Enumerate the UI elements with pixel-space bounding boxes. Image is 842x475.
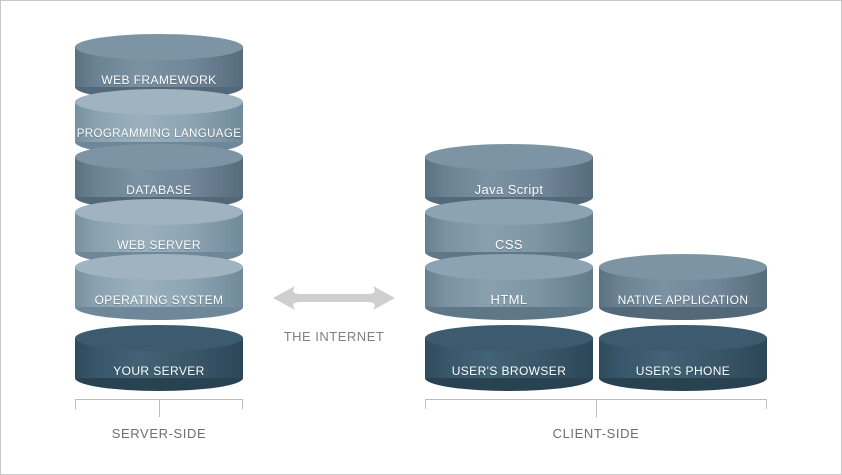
cylinder-java-script[interactable]: Java Script bbox=[425, 144, 593, 210]
cylinder-top bbox=[75, 254, 243, 280]
cylinder-label: PROGRAMMING LANGUAGE bbox=[76, 128, 242, 140]
cylinder-label: USER'S PHONE bbox=[635, 364, 731, 378]
cylinder-html[interactable]: HTML bbox=[425, 254, 593, 320]
cylinder-label: WEB FRAMEWORK bbox=[101, 73, 217, 87]
cylinder-top bbox=[75, 144, 243, 170]
cylinder-top bbox=[75, 325, 243, 351]
internet-label: THE INTERNET bbox=[283, 329, 385, 344]
cylinder-top bbox=[75, 199, 243, 225]
cylinder-label: HTML bbox=[490, 292, 528, 307]
bracket-tick-right bbox=[242, 399, 243, 409]
cylinder-top bbox=[599, 325, 767, 351]
group-label-client-side: CLIENT-SIDE bbox=[552, 426, 640, 441]
cylinder-label: WEB SERVER bbox=[117, 238, 201, 252]
cylinder-label: OPERATING SYSTEM bbox=[94, 293, 224, 307]
cylinder-top bbox=[425, 325, 593, 351]
cylinder-top bbox=[75, 89, 243, 115]
bracket-tick-left bbox=[425, 399, 426, 409]
cylinder-top bbox=[425, 199, 593, 225]
bracket-stem bbox=[159, 399, 160, 417]
cylinder-users-phone[interactable]: USER'S PHONE bbox=[599, 325, 767, 391]
double-headed-arrow-icon bbox=[273, 286, 395, 310]
cylinder-database[interactable]: DATABASE bbox=[75, 144, 243, 210]
bracket-stem bbox=[596, 399, 597, 417]
cylinder-label: USER'S BROWSER bbox=[451, 364, 567, 378]
cylinder-top bbox=[425, 254, 593, 280]
cylinder-top bbox=[425, 144, 593, 170]
cylinder-your-server[interactable]: YOUR SERVER bbox=[75, 325, 243, 391]
group-label-server-side: SERVER-SIDE bbox=[111, 426, 207, 441]
cylinder-operating-system[interactable]: OPERATING SYSTEM bbox=[75, 254, 243, 320]
cylinder-web-framework[interactable]: WEB FRAMEWORK bbox=[75, 34, 243, 100]
cylinder-label: DATABASE bbox=[126, 183, 192, 197]
bracket-tick-left bbox=[75, 399, 76, 409]
cylinder-top bbox=[599, 254, 767, 280]
cylinder-native-application[interactable]: NATIVE APPLICATION bbox=[599, 254, 767, 320]
cylinder-web-server[interactable]: WEB SERVER bbox=[75, 199, 243, 265]
cylinder-label: Java Script bbox=[474, 182, 544, 197]
cylinder-label: NATIVE APPLICATION bbox=[617, 293, 749, 307]
cylinder-label: CSS bbox=[495, 237, 523, 252]
cylinder-top bbox=[75, 34, 243, 60]
bracket-tick-right bbox=[766, 399, 767, 409]
cylinder-users-browser[interactable]: USER'S BROWSER bbox=[425, 325, 593, 391]
cylinder-label: YOUR SERVER bbox=[113, 364, 205, 378]
